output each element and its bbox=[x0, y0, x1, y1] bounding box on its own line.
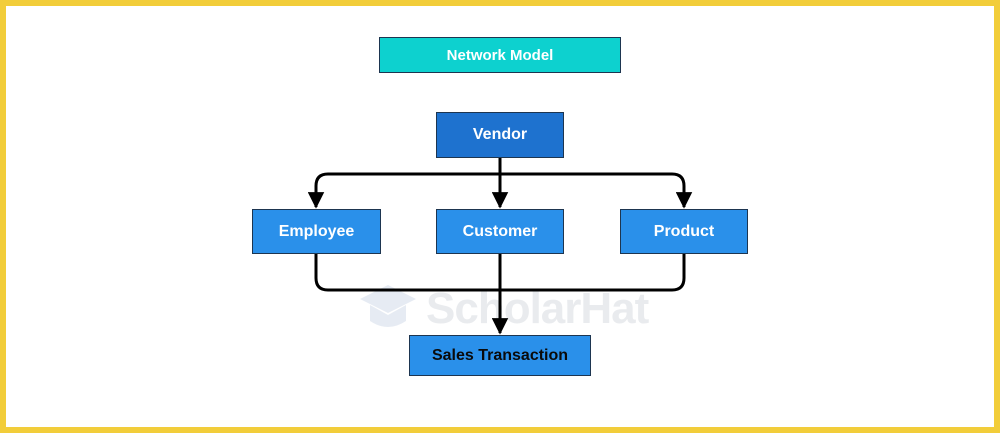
node-vendor: Vendor bbox=[436, 112, 564, 158]
node-sales-transaction: Sales Transaction bbox=[409, 335, 591, 376]
edge-product-sales bbox=[500, 254, 686, 292]
node-product: Product bbox=[620, 209, 748, 254]
watermark-text: ScholarHat bbox=[426, 284, 649, 333]
scholarhat-watermark: ScholarHat bbox=[358, 278, 668, 340]
edge-employee-sales bbox=[314, 254, 500, 292]
edge-vendor-product bbox=[500, 172, 693, 209]
node-employee: Employee bbox=[252, 209, 381, 254]
node-customer: Customer bbox=[436, 209, 564, 254]
graduation-cap-icon bbox=[360, 285, 416, 327]
edge-vendor-employee bbox=[307, 172, 500, 209]
diagram-title: Network Model bbox=[379, 37, 621, 73]
